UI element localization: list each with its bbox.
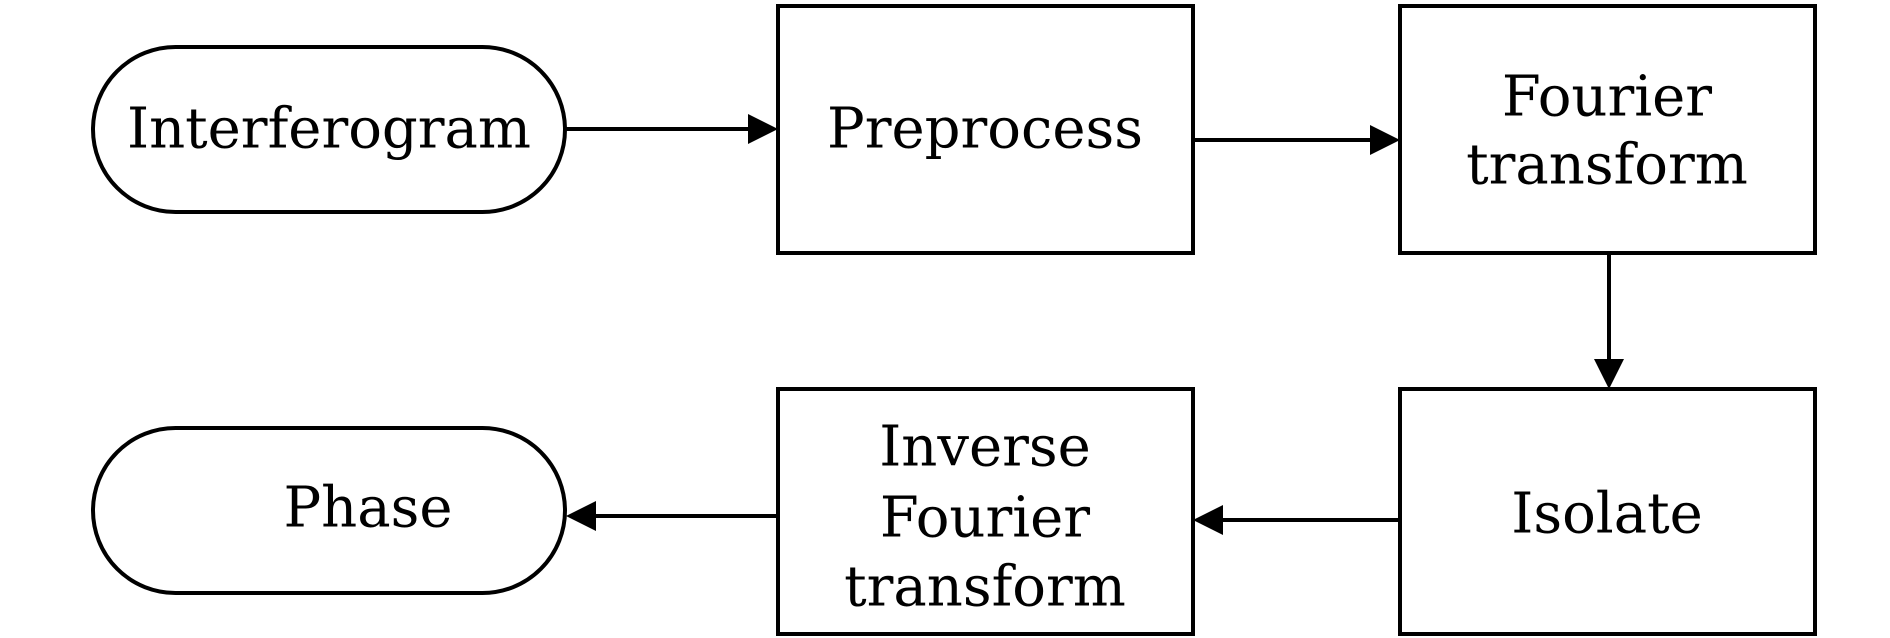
edge-preprocess-to-fourier xyxy=(1193,125,1400,155)
arrowhead-left xyxy=(1193,505,1223,535)
node-label-line-1: Fourier xyxy=(1502,65,1712,130)
node-fourier-transform: Fourier transform xyxy=(1398,4,1817,255)
process-box xyxy=(1398,4,1817,255)
node-isolate: Isolate xyxy=(1398,387,1817,636)
node-label-line-2: Fourier xyxy=(880,486,1090,551)
process-box xyxy=(1398,387,1817,636)
edges xyxy=(566,114,1624,535)
node-label-line-2: transform xyxy=(1466,133,1748,198)
node-label: Isolate xyxy=(1511,482,1703,547)
edge-fourier-to-isolate xyxy=(1594,253,1624,389)
terminal-shape xyxy=(91,426,567,595)
arrowhead-left xyxy=(566,501,596,531)
process-box xyxy=(776,387,1195,636)
node-label: Interferogram xyxy=(127,97,531,162)
edge-interferogram-to-preprocess xyxy=(566,114,778,144)
arrowhead-right xyxy=(1370,125,1400,155)
node-preprocess: Preprocess xyxy=(776,4,1195,255)
node-phase: Phase xyxy=(91,426,567,595)
arrowhead-down xyxy=(1594,359,1624,389)
node-label-line-1: Inverse xyxy=(879,415,1091,480)
node-interferogram: Interferogram xyxy=(91,45,567,214)
node-label: Preprocess xyxy=(827,97,1143,162)
node-inverse-fourier-transform: Inverse Fourier transform xyxy=(776,387,1195,636)
arrowhead-right xyxy=(748,114,778,144)
edge-isolate-to-inverse xyxy=(1193,505,1400,535)
terminal-shape xyxy=(91,45,567,214)
node-label: Phase xyxy=(283,476,452,541)
node-label-line-3: transform xyxy=(844,555,1126,620)
edge-inverse-to-phase xyxy=(566,501,778,531)
process-box xyxy=(776,4,1195,255)
